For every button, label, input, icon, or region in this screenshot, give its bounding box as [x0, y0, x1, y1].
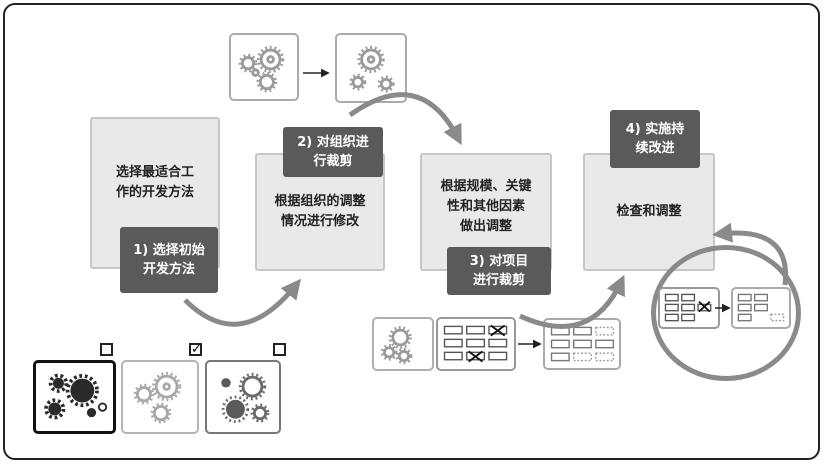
step-box-4-text: 检查和调整: [616, 204, 682, 219]
step-box-3-text: 根据规模、关键 性和其他因素 做出调整: [440, 179, 532, 234]
step-label-4-text: 4) 实施持 续改进: [625, 122, 685, 156]
step-label-1: 1) 选择初始 开发方法: [120, 227, 218, 293]
checkbox-option-b-mark: ✓: [191, 342, 202, 357]
step-label-1-text: 1) 选择初始 开发方法: [133, 243, 205, 277]
checkbox-option-c: [273, 343, 286, 356]
gear-set-icon-top-left: [229, 33, 299, 101]
step-label-2: 2) 对组织进 行裁剪: [283, 127, 383, 177]
gear-set-icon-option-c: [205, 360, 281, 434]
table-card-improve-after: [731, 287, 791, 329]
step-box-1-text: 选择最适合工 作的开发方法: [115, 165, 194, 200]
step-label-2-text: 2) 对组织进 行裁剪: [297, 135, 369, 169]
diagram-frame: [3, 3, 820, 460]
table-card-project-after: [543, 318, 621, 370]
gear-set-icon-project: [372, 317, 434, 371]
step-box-2-text: 根据组织的调整 情况进行修改: [274, 194, 366, 229]
gear-set-icon-top-right: [335, 33, 407, 103]
gear-set-icon-option-b: [121, 360, 199, 434]
step-label-3-text: 3) 对项目 进行裁剪: [469, 254, 529, 288]
step-label-4: 4) 实施持 续改进: [610, 110, 700, 168]
checkbox-option-a: [100, 343, 113, 356]
gear-set-icon-option-a: [33, 360, 116, 434]
step-label-3: 3) 对项目 进行裁剪: [447, 247, 551, 295]
table-card-project-before: [436, 317, 516, 371]
checkbox-option-b: ✓: [189, 343, 202, 356]
table-card-improve-before: [658, 287, 720, 329]
